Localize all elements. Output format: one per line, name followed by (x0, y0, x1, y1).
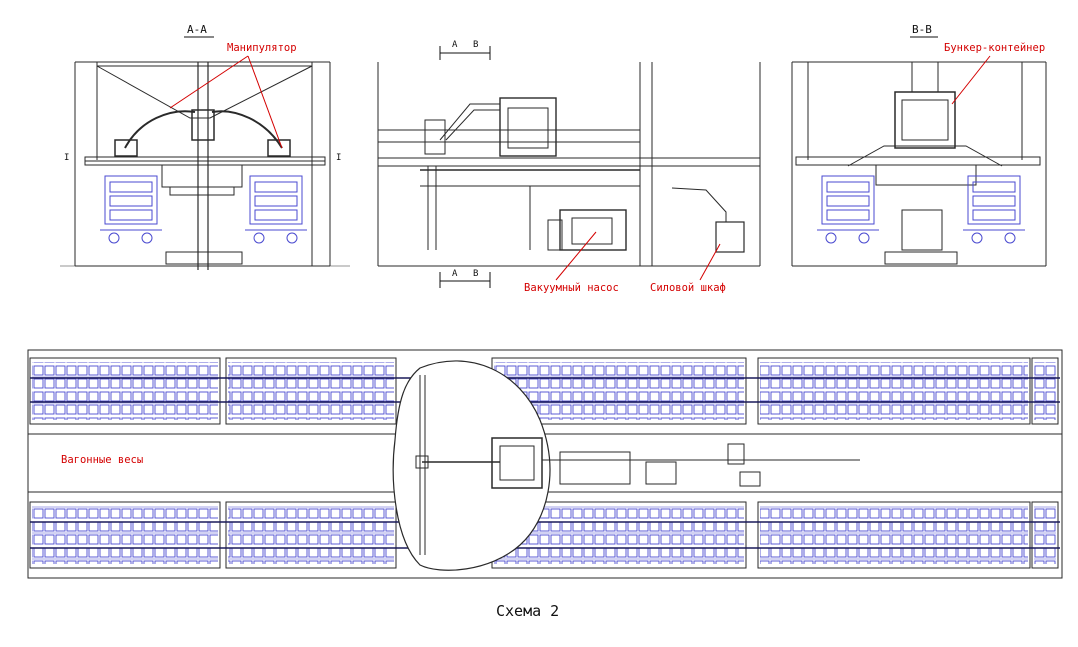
plan-detail-lens (392, 360, 551, 571)
center-leaders (555, 231, 721, 281)
power-cabinet-label: Силовой шкаф (650, 282, 726, 294)
manipulator-label: Манипулятор (227, 42, 297, 54)
side-view-center (377, 62, 761, 267)
scheme-caption: Схема 2 (496, 602, 560, 620)
plan-equipment (491, 437, 860, 489)
center-top-mark-a: A (452, 40, 458, 50)
level-mark-right: I (336, 153, 342, 163)
plan-wagons (32, 362, 1056, 564)
wagons-section-a-a (100, 175, 307, 244)
manipulator-leaders (169, 55, 283, 149)
bunker-container-label: Бункер-контейнер (944, 42, 1046, 54)
section-title-b-b: B-B (912, 23, 932, 36)
bunker-leader (951, 55, 991, 105)
section-view-a-a (60, 61, 350, 270)
section-view-b-b (791, 61, 1047, 267)
level-mark-left: I (64, 153, 70, 163)
plan-rails (30, 377, 1060, 549)
section-markers-center (439, 46, 491, 288)
wagons-section-b-b (817, 175, 1025, 244)
wagon-scales-label: Вагонные весы (61, 454, 144, 466)
section-title-a-a: A-A (187, 23, 207, 36)
vacuum-pump-label: Вакуумный насос (524, 282, 619, 294)
center-top-mark-b: B (473, 40, 479, 50)
center-bottom-mark-a: A (452, 269, 458, 279)
center-bottom-mark-b: B (473, 269, 479, 279)
